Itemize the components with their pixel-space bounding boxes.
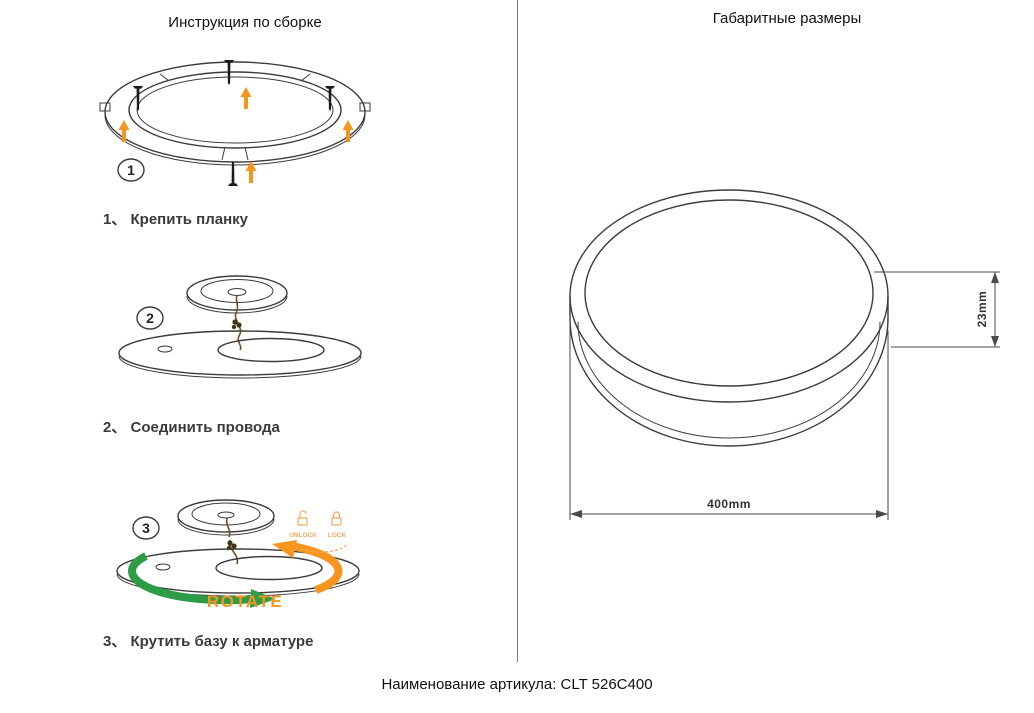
- article-name: Наименование артикула: CLT 526C400: [381, 676, 652, 693]
- step1-badge: 1: [117, 158, 145, 182]
- step3-badge: 3: [132, 516, 160, 540]
- step1-diagram: 1: [99, 60, 371, 186]
- step2-diagram: 2: [118, 275, 362, 379]
- rotate-arrow-green-icon: [128, 552, 254, 605]
- lamp-drawing: [569, 189, 889, 447]
- rotate-arrowhead-orange-icon: [272, 540, 297, 558]
- step2-caption: 2、 Соединить провода: [103, 419, 281, 436]
- step2-badge: 2: [136, 306, 164, 330]
- step3-caption: 3、 Крутить базу к арматуре: [103, 633, 313, 650]
- assembly-title: Инструкция по сборке: [168, 14, 321, 31]
- unlock-icon: [297, 510, 308, 526]
- diameter-dimension: 400mm: [569, 312, 889, 520]
- unlock-label: UNLOCK: [289, 532, 317, 539]
- hint-arc: [292, 542, 348, 553]
- svg-text:2: 2: [146, 310, 154, 326]
- rotate-arrow-orange-icon: [290, 542, 343, 594]
- height-dimension: 23mm: [874, 271, 1000, 348]
- wire-connector: [231, 319, 242, 330]
- height-dimension-label: 23mm: [975, 291, 989, 328]
- lock-label: LOCK: [328, 532, 347, 539]
- screw-icon: [133, 60, 335, 186]
- lock-icon: [331, 511, 342, 526]
- svg-text:1: 1: [127, 162, 135, 178]
- dimensions-title: Габаритные размеры: [713, 10, 862, 27]
- unlock-lock-hint: UNLOCK LOCK: [289, 510, 348, 553]
- rotate-label: ROTATE: [207, 592, 283, 611]
- diameter-dimension-label: 400mm: [707, 497, 751, 511]
- step3-diagram: ROTATE UNLOCK LOCK 3: [116, 499, 360, 611]
- svg-text:3: 3: [142, 520, 150, 536]
- wire: [234, 294, 242, 351]
- rotate-arrowhead-green-icon: [250, 589, 276, 608]
- step1-caption: 1、 Крепить планку: [103, 211, 249, 228]
